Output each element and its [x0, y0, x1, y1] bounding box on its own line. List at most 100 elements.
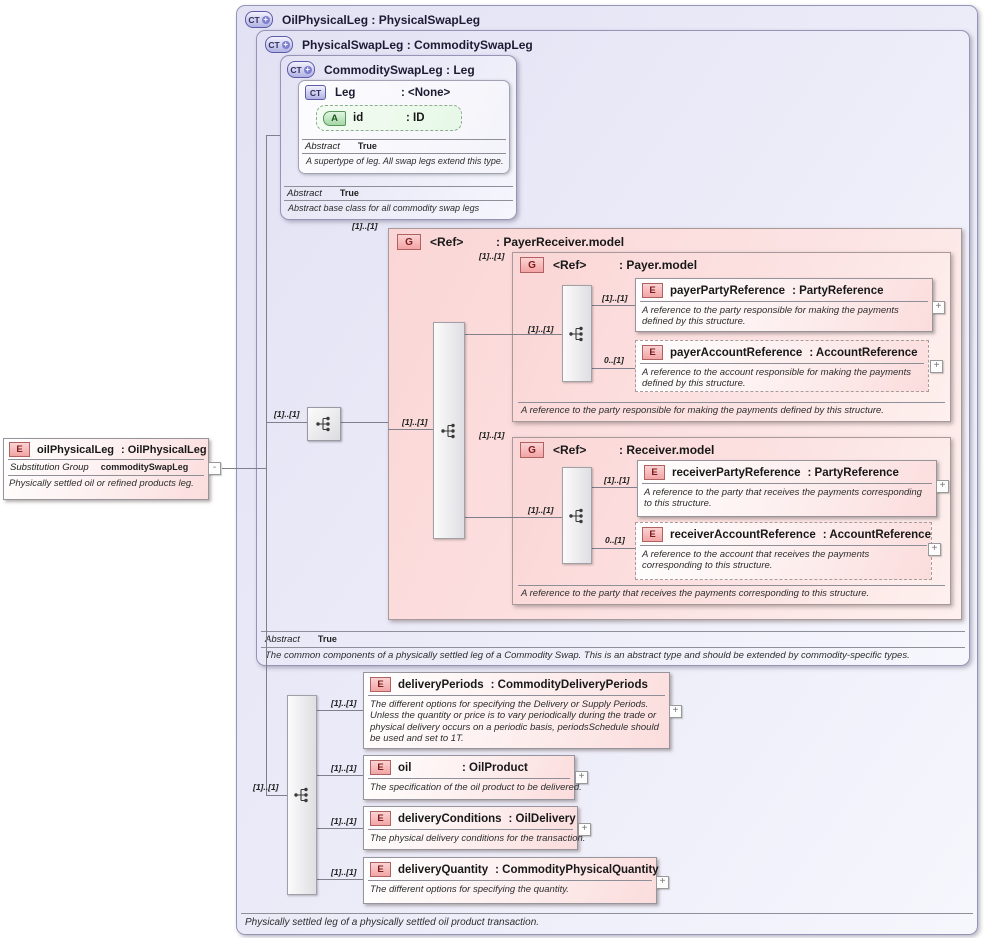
element-name: payerPartyReference — [670, 284, 786, 297]
element-type: : OilProduct — [462, 761, 528, 774]
abstract-section: Abstract True The common components of a… — [261, 630, 965, 664]
connector-line — [590, 548, 635, 549]
complex-type-icon: CT — [305, 85, 326, 100]
collapse-icon[interactable]: - — [208, 462, 221, 475]
group-ref-name: <Ref> — [553, 443, 587, 457]
element-name: receiverPartyReference — [672, 466, 801, 479]
element-header[interactable]: E receiverAccountReference : AccountRefe… — [636, 523, 931, 545]
complex-type-header: CT+ CommoditySwapLeg : Leg — [281, 56, 516, 83]
divider — [368, 829, 573, 830]
element-header[interactable]: E payerPartyReference : PartyReference — [636, 279, 932, 301]
element-description: A reference to the party responsible for… — [642, 305, 899, 328]
divider — [368, 880, 652, 881]
abstract-value: True — [317, 633, 337, 644]
element-name: receiverAccountReference — [670, 528, 816, 541]
element-header[interactable]: E payerAccountReference : AccountReferen… — [636, 341, 928, 363]
abstract-value: True — [339, 188, 359, 199]
element-header[interactable]: E oil : OilProduct — [364, 756, 574, 778]
element-icon: E — [370, 677, 391, 692]
abstract-row: Abstract True — [302, 139, 506, 154]
element-description: Physically settled oil or refined produc… — [9, 478, 194, 489]
sequence-icon — [569, 326, 583, 341]
group-header: G <Ref> : Receiver.model — [513, 438, 950, 462]
element-description: The physical delivery conditions for the… — [370, 833, 586, 844]
sequence-bar — [433, 322, 465, 539]
element-icon: E — [642, 283, 663, 298]
expand-icon[interactable]: + — [575, 771, 588, 784]
group-description: A reference to the party responsible for… — [518, 402, 945, 419]
expand-icon[interactable]: + — [936, 480, 949, 493]
element-name: deliveryPeriods — [398, 678, 484, 691]
element-header[interactable]: E receiverPartyReference : PartyReferenc… — [638, 461, 936, 483]
complex-type-title: PhysicalSwapLeg : CommoditySwapLeg — [302, 37, 533, 52]
expand-icon[interactable]: + — [932, 301, 945, 314]
element-type: : PartyReference — [807, 466, 899, 479]
substitution-group-label: Substitution Group — [10, 462, 89, 473]
divider — [640, 363, 924, 364]
element-box-oil: E oil : OilProduct The specification of … — [363, 755, 582, 800]
divider — [640, 545, 927, 546]
element-type: : PartyReference — [792, 284, 884, 297]
connector-line — [315, 775, 363, 776]
cardinality-label: [1]..[1] — [604, 475, 630, 485]
element-header[interactable]: E oilPhysicalLeg : OilPhysicalLeg — [4, 439, 208, 459]
ct-badge-label: CT — [268, 39, 280, 50]
attribute-name: id — [353, 112, 364, 124]
sequence-icon — [441, 423, 455, 438]
cardinality-label: [1]..[1] — [331, 867, 357, 877]
element-name: deliveryQuantity — [398, 863, 489, 876]
element-icon: E — [642, 527, 663, 542]
element-type: : CommodityDeliveryPeriods — [490, 678, 648, 691]
connector-line — [388, 429, 433, 430]
connector-line — [463, 334, 562, 335]
complex-type-header: CT+ OilPhysicalLeg : PhysicalSwapLeg — [237, 6, 977, 33]
group-header: G <Ref> : PayerReceiver.model — [389, 229, 961, 255]
connector-line — [339, 422, 388, 423]
type-description: The common components of a physically se… — [265, 649, 910, 661]
connector-line — [315, 828, 363, 829]
cardinality-label: [1]..[1] — [352, 221, 378, 231]
ct-badge-label: CT — [248, 14, 260, 25]
sequence-icon — [569, 508, 583, 523]
expand-icon[interactable]: + — [928, 543, 941, 556]
type-name: Leg — [335, 86, 356, 99]
plus-circle-icon: + — [281, 39, 290, 49]
substitution-group-value: commoditySwapLeg — [100, 462, 189, 472]
element-name: payerAccountReference — [670, 346, 803, 359]
expand-icon[interactable]: + — [656, 876, 669, 889]
sequence-bar — [287, 695, 317, 895]
element-type: : CommodityPhysicalQuantity — [495, 863, 659, 876]
expand-icon[interactable]: + — [669, 705, 682, 718]
expand-icon[interactable]: + — [578, 823, 591, 836]
group-icon: G — [520, 442, 544, 458]
substitution-group-row: Substitution Group commoditySwapLeg — [4, 460, 208, 475]
group-description: A reference to the party that receives t… — [518, 585, 945, 602]
element-name: oilPhysicalLeg — [37, 443, 115, 456]
type-description: A supertype of leg. All swap legs extend… — [306, 156, 504, 166]
expand-icon[interactable]: + — [930, 360, 943, 373]
abstract-label: Abstract — [265, 633, 300, 645]
element-description: A reference to the account that receives… — [642, 549, 870, 572]
group-ref-name: <Ref> — [430, 235, 464, 249]
plus-circle-icon: + — [261, 14, 270, 24]
abstract-value: True — [357, 141, 377, 151]
cardinality-label: [1]..[1] — [528, 324, 554, 334]
sequence-indicator — [307, 407, 341, 441]
element-header[interactable]: E deliveryPeriods : CommodityDeliveryPer… — [364, 673, 669, 695]
element-icon: E — [642, 345, 663, 360]
group-icon: G — [520, 257, 544, 273]
cardinality-label: [1]..[1] — [479, 430, 505, 440]
complex-type-title: CommoditySwapLeg : Leg — [324, 62, 475, 77]
element-header[interactable]: E deliveryConditions : OilDelivery — [364, 807, 577, 829]
element-icon: E — [370, 862, 391, 877]
complex-type-header: CT+ PhysicalSwapLeg : CommoditySwapLeg — [257, 31, 969, 58]
connector-line — [222, 468, 266, 469]
sequence-bar — [562, 285, 592, 382]
element-box-receiveraccountreference: E receiverAccountReference : AccountRefe… — [635, 522, 932, 580]
connector-line — [463, 517, 562, 518]
cardinality-label: [1]..[1] — [331, 816, 357, 826]
element-header[interactable]: E deliveryQuantity : CommodityPhysicalQu… — [364, 858, 659, 880]
element-type: : AccountReference — [809, 346, 918, 359]
element-box-oilphysicalleg: E oilPhysicalLeg : OilPhysicalLeg Substi… — [3, 438, 209, 500]
attribute-icon: A — [323, 110, 346, 126]
